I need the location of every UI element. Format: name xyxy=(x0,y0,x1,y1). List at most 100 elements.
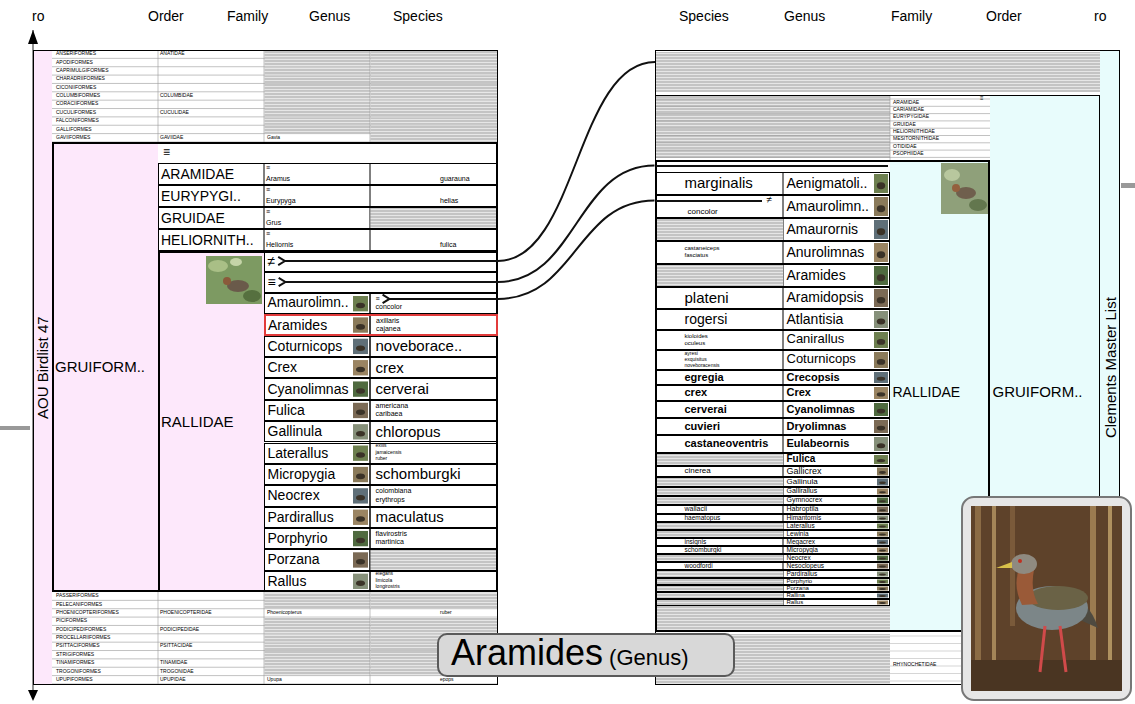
empty-cell xyxy=(265,67,371,74)
column-header: Species xyxy=(393,8,443,24)
taxon-name: Grus xyxy=(266,219,281,227)
text-slot: HELIORNITHIDAE xyxy=(893,128,935,135)
taxon-label: CARIAMIDAE xyxy=(893,107,924,113)
grid-line xyxy=(158,50,159,142)
empty-cell xyxy=(265,101,371,108)
genus-row: egregiaCrecopsis xyxy=(655,370,890,385)
empty-cell xyxy=(265,92,371,99)
panel-title: AOU Birdlist 47 xyxy=(34,316,51,419)
text-slot: maculatus xyxy=(376,506,494,527)
grid-line xyxy=(655,120,990,121)
genus-row: rogersiAtlantisia xyxy=(655,309,890,330)
taxon-thumbnail xyxy=(353,339,368,354)
taxon-label: PSOPHIIDAE xyxy=(893,151,924,157)
taxon-name: erythrops xyxy=(376,496,405,504)
text-slot: Eulabeornis xyxy=(787,435,872,453)
taxon-name: ≡ xyxy=(266,230,270,238)
text-slot: Habroptila xyxy=(787,505,872,514)
empty-cell xyxy=(265,643,371,650)
empty-cell xyxy=(265,618,371,625)
text-slot: ≡ xyxy=(266,186,270,195)
text-slot: cerverai xyxy=(376,378,494,399)
text-slot: helias xyxy=(440,196,458,206)
text-slot: PODICIPEDIDAE xyxy=(160,625,199,633)
taxon-name: woodfordi xyxy=(685,562,713,569)
taxon-name: Heliornis xyxy=(266,241,293,249)
empty-cell xyxy=(265,51,371,58)
taxon-label: epops xyxy=(440,677,454,683)
text-slot: PROCELLARIIFORMES xyxy=(56,634,110,642)
taxon-thumbnail xyxy=(877,564,888,569)
text-slot: PODICIPEDIFORMES xyxy=(56,625,106,633)
genus-row: woodfordiNesoclopeus xyxy=(655,562,890,570)
text-slot: AOU Birdlist 47 xyxy=(33,50,52,685)
mapping-connector xyxy=(498,201,655,299)
taxon-label: PELECANIFORMES xyxy=(56,602,102,608)
column-header: ro xyxy=(32,8,44,24)
empty-cell xyxy=(371,550,498,570)
text-slot: UPUPIFORMES xyxy=(56,676,93,684)
genus-row: Porphyrioflavirostrismartinica xyxy=(264,528,498,549)
text-slot: epops xyxy=(440,676,454,684)
genus-row: Pardirallus xyxy=(655,570,890,578)
taxon-name: jamaicensis xyxy=(376,450,402,456)
genus-row: Cyanolimnascerverai xyxy=(264,378,498,399)
empty-cell xyxy=(265,634,371,641)
grid-line xyxy=(655,113,990,114)
text-slot: Order xyxy=(986,6,1022,26)
taxon-name: Eulabeornis xyxy=(787,437,850,450)
text-slot: Crecopsis xyxy=(787,370,872,385)
text-slot: UPUPIDAE xyxy=(160,676,186,684)
taxon-thumbnail xyxy=(877,516,888,521)
grid-line xyxy=(264,50,265,142)
text-slot: ≡ xyxy=(268,272,276,293)
text-slot: jamaicensis xyxy=(376,449,402,456)
text-slot: Family xyxy=(891,6,932,26)
taxon-label: GAVIIDAE xyxy=(160,135,183,141)
taxon-name: chloropus xyxy=(376,423,441,440)
text-slot: GRUIFORM.. xyxy=(55,142,158,592)
genus-row: Amaurolimn..≡concolor xyxy=(264,293,498,314)
genus-row: cuvieri Dryolimnas xyxy=(655,418,890,435)
taxon-name: cuvieri xyxy=(685,420,720,433)
text-slot: APODIFORMES xyxy=(56,58,93,66)
taxon-thumbnail xyxy=(353,510,368,525)
match-marker: ≠ xyxy=(268,253,276,269)
text-slot: Eurypyga xyxy=(266,196,296,206)
taxon-name: Eurypyga xyxy=(266,197,296,205)
tooltip-text: (Genus) xyxy=(609,647,688,669)
text-slot: Dryolimnas xyxy=(787,418,872,435)
text-slot: PICIFORMES xyxy=(56,617,87,625)
text-slot: noveborace.. xyxy=(376,335,494,356)
text-slot: Aenigmatoli.. xyxy=(787,172,872,195)
empty-cell xyxy=(656,523,784,530)
empty-cell xyxy=(371,134,498,141)
taxon-label: STRIGIFORMES xyxy=(56,652,94,658)
taxon-name: Porzana xyxy=(268,551,320,567)
taxon-label: UPUPIFORMES xyxy=(56,677,93,683)
taxon-thumbnail xyxy=(353,317,368,332)
mapping-connector xyxy=(498,62,655,261)
genus-row: Lewinia xyxy=(655,530,890,538)
taxon-name: cerverai xyxy=(376,380,429,397)
text-slot: schomburgki xyxy=(376,463,494,484)
taxon-thumbnail xyxy=(353,403,368,418)
rail-illustration xyxy=(206,256,262,304)
genus-row: Aramidesaxillariscajanea xyxy=(264,314,498,335)
empty-cell xyxy=(371,109,498,116)
text-slot: GALLIFORMES xyxy=(56,125,92,133)
text-slot: noveboracensis xyxy=(685,363,720,369)
genus-row: wallaciiHabroptila xyxy=(655,505,890,514)
taxon-label: PROCELLARIIFORMES xyxy=(56,635,110,641)
match-marker: ≡ xyxy=(268,274,276,290)
genus-row: Crexcrex xyxy=(264,357,498,378)
taxon-label: ≡ xyxy=(163,146,170,160)
collapsed-rows xyxy=(656,52,1100,92)
empty-cell xyxy=(371,126,498,133)
text-slot: ARAMIDAE xyxy=(893,99,919,106)
text-slot: concolor xyxy=(688,207,718,217)
grid-line xyxy=(655,106,990,107)
text-slot: cuvieri xyxy=(685,418,781,435)
taxon-label: CUCULIDAE xyxy=(160,110,189,116)
